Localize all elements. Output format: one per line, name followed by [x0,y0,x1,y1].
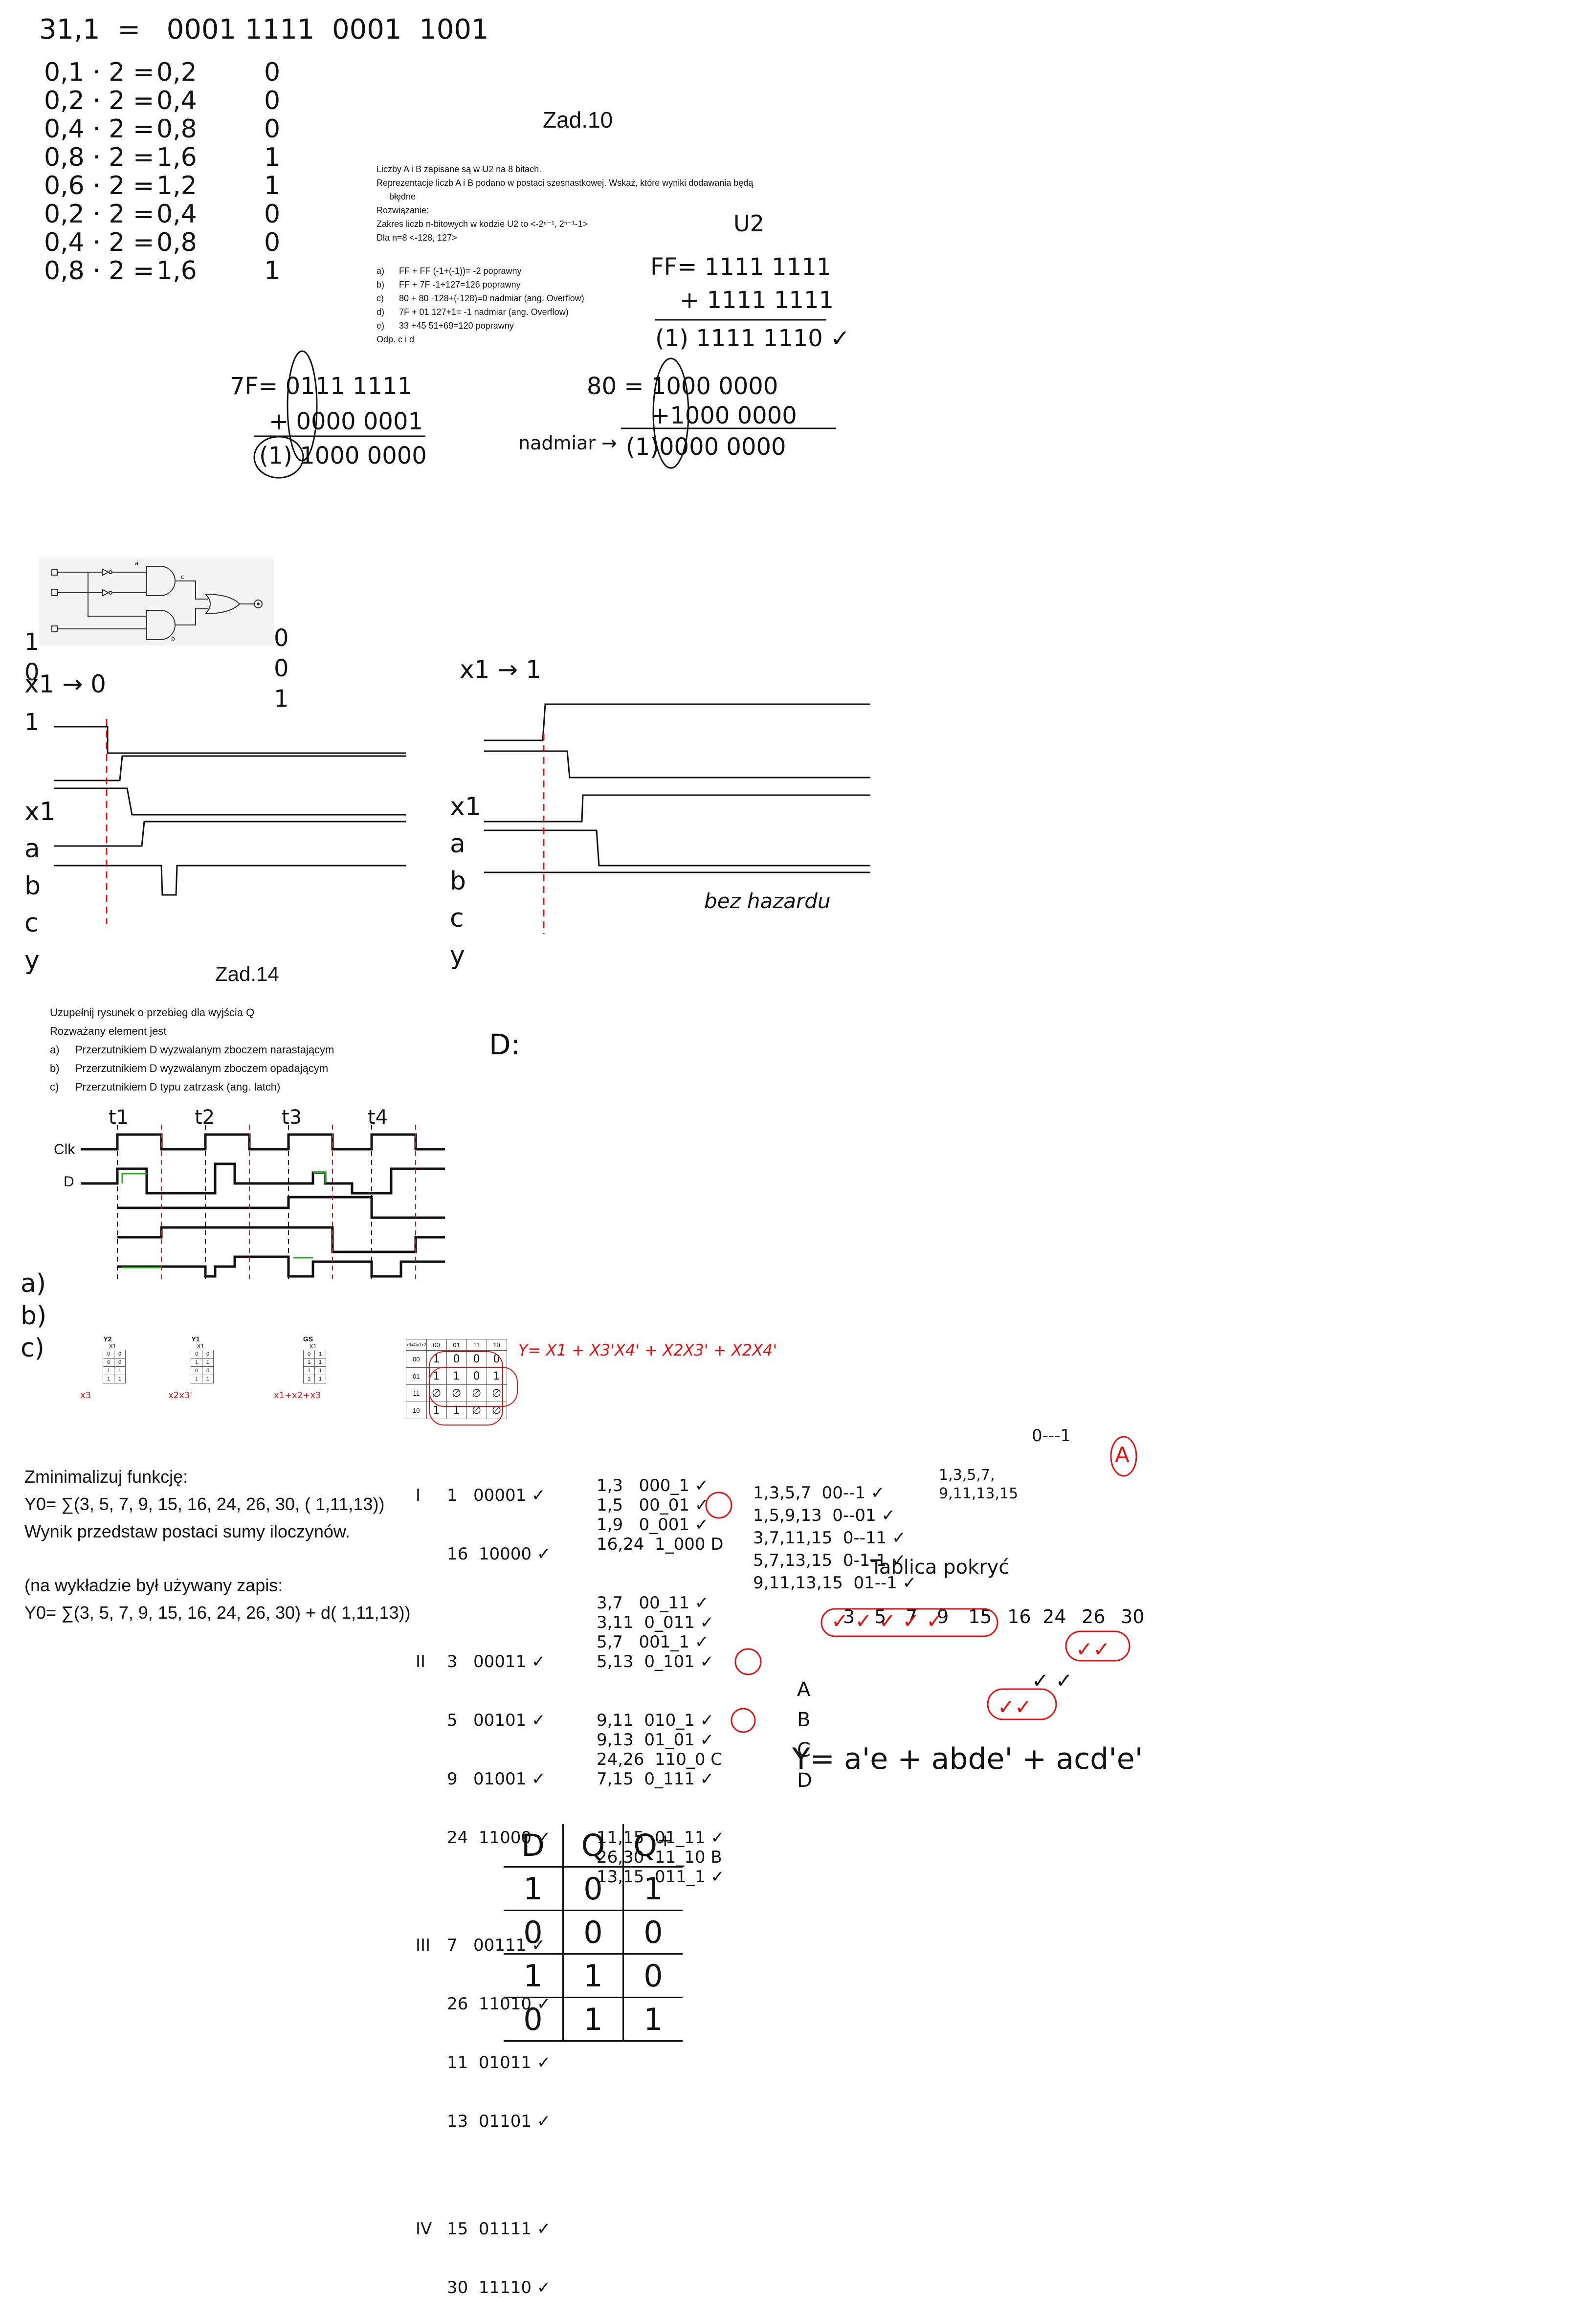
coverage-row-b-marks: ✓✓ [1076,1637,1110,1661]
qm-column2: 1,3 000_1 ✓1,5 00_01 ✓1,9 0_001 ✓16,24 1… [597,1476,725,1887]
t-label: t4 [368,1106,388,1129]
zad10-para2: Reprezentacje liczb A i B podano w posta… [377,178,754,188]
logic-circuit-diagram: a c b [39,557,274,646]
t-label: t3 [282,1106,302,1129]
coverage-chart-title: Tablica pokryć [870,1556,1010,1579]
t-label: t1 [109,1106,129,1129]
minim-line3: Wynik przedstaw postaci sumy iloczynów. [24,1521,350,1541]
zad14-d-label: D: [489,1028,521,1061]
zad14-text: Uzupełnij rysunek o przebieg dla wyjścia… [50,1003,334,1096]
ff-addition-line3: (1) 1111 1110 ✓ [655,325,850,352]
x80-addition-line1: 80 = 1000 0000 [587,373,778,400]
d-signal-label: D [64,1174,74,1190]
qm-group-row: 30 11110 ✓ [447,2278,551,2297]
x80-addition-line2: +1000 0000 [650,402,797,429]
qm-result: Y= a'e + abde' + acd'e' [792,1742,1143,1776]
zad10-item: a)FF + FF (-1+(-1))= -2 poprawny [377,266,522,276]
minim-line1: Zminimalizuj funkcję: [24,1467,188,1487]
qm-column4: 1,3,5,7,9,11,13,15 [939,1467,1019,1502]
zad14-heading: Zad.14 [215,962,279,985]
qm-column4-code: 0---1 [1032,1426,1071,1446]
minim-line4: (na wykładzie był używany zapis: [24,1575,283,1595]
zad10-answer: Odp. c i d [377,334,415,344]
svg-text:b: b [171,635,175,642]
zad14-item: a)Przerzutnikiem D wyzwalanym zboczem na… [50,1044,334,1056]
zad10-para1: Liczby A i B zapisane są w U2 na 8 bitac… [377,164,542,174]
minim-line5: Y0= ∑(3, 5, 7, 9, 15, 16, 24, 26, 30) + … [24,1603,411,1623]
binary-conversion-top: 31,1 = 0001 1111 0001 1001 [39,14,489,45]
zad10-item: c)80 + 80 -128+(-128)=0 nadmiar (ang. Ov… [377,293,584,303]
svg-text:c: c [181,574,184,580]
qm-group-row: 9 01001 ✓ [447,1769,546,1789]
qm-group-row: 13 01101 ✓ [447,2112,551,2131]
t-label: t2 [195,1106,215,1129]
ff-addition-line1: FF= 1111 1111 [650,253,832,281]
qm-group-row: 11 01011 ✓ [447,2053,551,2072]
zad10-item: d)7F + 01 127+1= -1 nadmiar (ang. Overfl… [377,307,569,317]
zad14-item: b)Przerzutnikiem D wyzwalanym zboczem op… [50,1062,329,1074]
kmap-formula: Y= X1 + X3'X4' + X2X3' + X2X4' [518,1341,777,1359]
zad10-text: Liczby A i B zapisane są w U2 na 8 bitac… [377,162,753,346]
coverage-row-c-marks: ✓ ✓ [1032,1669,1073,1693]
qm-group-row: 16 10000 ✓ [447,1544,551,1564]
clk-label: Clk [54,1141,75,1158]
zad10-dla: Dla n=8 <-128, 127> [377,233,457,243]
minim-line2: Y0= ∑(3, 5, 7, 9, 15, 16, 24, 26, 30, ( … [24,1494,385,1514]
zad14-intro2: Rozważany element jest [50,1025,167,1037]
x7f-addition-line2: + 0000 0001 [269,408,423,435]
zad14-intro1: Uzupełnij rysunek o przebieg dla wyjścia… [50,1006,255,1019]
row-labels: a)b)c) [21,1269,47,1363]
timing2-title: x1 → 1 [460,655,541,684]
svg-text:a: a [135,560,138,567]
zad10-rozwiazanie: Rozwiązanie: [377,205,429,215]
minim-text: Zminimalizuj funkcję: Y0= ∑(3, 5, 7, 9, … [24,1463,411,1626]
zad14-item: c)Przerzutnikiem D typu zatrzask (ang. l… [50,1081,281,1093]
coverage-row-a-marks: ✓ ✓ ✓ ✓ ✓ [831,1609,944,1633]
timing2-note: bez hazardu [704,889,831,913]
qm-column3: 1,3,5,7 00--1 ✓1,5,9,13 0--01 ✓3,7,11,15… [753,1483,917,1593]
zad10-zakres: Zakres liczb n-bitowych w kodzie U2 to <… [377,219,588,229]
x7f-addition-line1: 7F= 0111 1111 [230,373,413,400]
qm-group-row: 5 00101 ✓ [447,1711,546,1730]
zad10-item: b)FF + 7F -1+127=126 poprawny [377,280,521,290]
x7f-addition-line3: (1) 1000 0000 [259,442,427,469]
nadmiar-label: nadmiar → [518,432,617,454]
u2-label: U2 [733,210,764,237]
zad10-heading: Zad.10 [543,107,613,133]
qm-column4-tag: A [1115,1443,1130,1468]
ff-addition-line2: + 1111 1111 [680,287,834,314]
coverage-row-d-marks: ✓✓ [998,1695,1032,1719]
x80-addition-line3: (1)0000 0000 [626,433,786,461]
zad10-para2b: błędne [389,192,416,201]
zad10-item: e)33 +45 51+69=120 poprawny [377,321,514,331]
timing1-title: x1 → 0 [24,670,106,698]
